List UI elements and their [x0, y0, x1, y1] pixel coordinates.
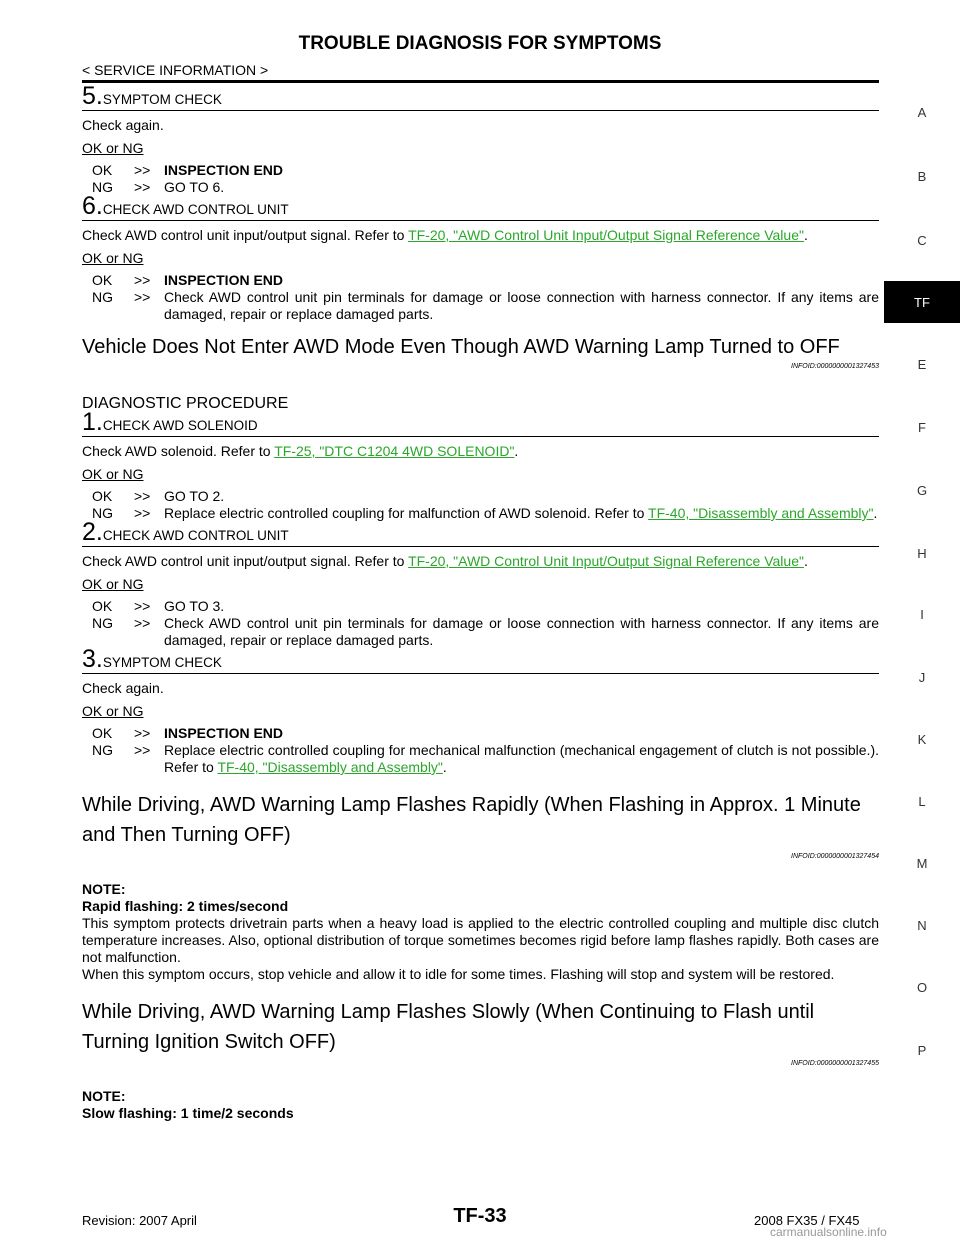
step-6-header: 6.CHECK AWD CONTROL UNIT: [82, 194, 879, 221]
step-1-header: 1.CHECK AWD SOLENOID: [82, 410, 879, 437]
result-ok: OK>>INSPECTION END: [92, 162, 284, 178]
ok-or-ng-label: OK or NG: [82, 466, 144, 482]
step-3-header: 3.SYMPTOM CHECK: [82, 647, 879, 674]
ok-or-ng-label: OK or NG: [82, 703, 144, 719]
info-id: INFOID:0000000001327455: [791, 1060, 879, 1067]
page-title: TROUBLE DIAGNOSIS FOR SYMPTOMS: [298, 33, 662, 54]
sidebar-section-p[interactable]: P: [917, 1043, 927, 1058]
result-ok: OK>>GO TO 3.: [92, 598, 225, 614]
ok-or-ng-label: OK or NG: [82, 576, 144, 592]
link-tf-40[interactable]: TF-40, "Disassembly and Assembly": [217, 759, 443, 775]
sidebar-section-e[interactable]: E: [917, 357, 927, 372]
step-6-text: Check AWD control unit input/output sign…: [82, 227, 808, 243]
result-ng: NG>>Replace electric controlled coupling…: [92, 742, 879, 775]
result-ok: OK>>INSPECTION END: [92, 725, 284, 741]
step-2-header: 2.CHECK AWD CONTROL UNIT: [82, 520, 879, 547]
page-number: TF-33: [453, 1205, 507, 1227]
result-ng: NG>>GO TO 6.: [92, 179, 225, 195]
sidebar-section-tf[interactable]: TF: [884, 281, 960, 323]
result-ng: NG>>Check AWD control unit pin terminals…: [92, 615, 879, 648]
sidebar-section-k[interactable]: K: [917, 732, 927, 747]
step-1-text: Check AWD solenoid. Refer to TF-25, "DTC…: [82, 443, 519, 459]
sidebar-section-m[interactable]: M: [916, 856, 928, 871]
sidebar-section-n[interactable]: N: [917, 918, 927, 933]
sidebar-section-h[interactable]: H: [917, 546, 927, 561]
sidebar-section-j[interactable]: J: [918, 670, 926, 685]
info-id: INFOID:0000000001327454: [791, 853, 879, 860]
step-5-header: 5.SYMPTOM CHECK: [82, 84, 879, 111]
step-3-text: Check again.: [82, 680, 164, 696]
result-ok: OK>>INSPECTION END: [92, 272, 284, 288]
step-2-text: Check AWD control unit input/output sign…: [82, 553, 808, 569]
vehicle-model: 2008 FX35 / FX45: [754, 1213, 860, 1228]
link-tf-20[interactable]: TF-20, "AWD Control Unit Input/Output Si…: [408, 227, 804, 243]
diagnostic-procedure-heading: DIAGNOSTIC PROCEDURE: [82, 395, 289, 412]
breadcrumb: < SERVICE INFORMATION >: [82, 62, 269, 78]
info-id: INFOID:0000000001327453: [791, 363, 879, 370]
sidebar-section-i[interactable]: I: [920, 607, 924, 622]
section-heading: Vehicle Does Not Enter AWD Mode Even Tho…: [82, 336, 840, 358]
note-block: NOTE: Rapid flashing: 2 times/second Thi…: [82, 881, 879, 982]
sidebar-section-o[interactable]: O: [916, 980, 928, 995]
note-block: NOTE: Slow flashing: 1 time/2 seconds: [82, 1088, 294, 1121]
sidebar-section-l[interactable]: L: [918, 794, 926, 809]
section-heading: While Driving, AWD Warning Lamp Flashes …: [82, 1001, 815, 1053]
result-ng: NG>>Replace electric controlled coupling…: [92, 505, 878, 521]
link-tf-25[interactable]: TF-25, "DTC C1204 4WD SOLENOID": [274, 443, 515, 459]
sidebar-section-f[interactable]: F: [918, 420, 926, 435]
watermark: carmanualsonline.info: [770, 1225, 887, 1239]
sidebar-section-g[interactable]: G: [916, 483, 928, 498]
section-heading: While Driving, AWD Warning Lamp Flashes …: [82, 794, 861, 846]
revision-date: Revision: 2007 April: [82, 1213, 197, 1228]
sidebar-section-a[interactable]: A: [917, 105, 927, 120]
ok-or-ng-label: OK or NG: [82, 140, 144, 156]
step-5-text: Check again.: [82, 117, 164, 133]
link-tf-40[interactable]: TF-40, "Disassembly and Assembly": [648, 505, 874, 521]
link-tf-20[interactable]: TF-20, "AWD Control Unit Input/Output Si…: [408, 553, 804, 569]
main-content: 5.SYMPTOM CHECK Check again. OK or NG OK…: [82, 84, 879, 1122]
sidebar-section-c[interactable]: C: [917, 233, 927, 248]
result-ok: OK>>GO TO 2.: [92, 488, 225, 504]
result-ng: NG>>Check AWD control unit pin terminals…: [92, 289, 879, 322]
sidebar-section-b[interactable]: B: [917, 169, 927, 184]
ok-or-ng-label: OK or NG: [82, 250, 144, 266]
header-rule: [82, 80, 879, 83]
